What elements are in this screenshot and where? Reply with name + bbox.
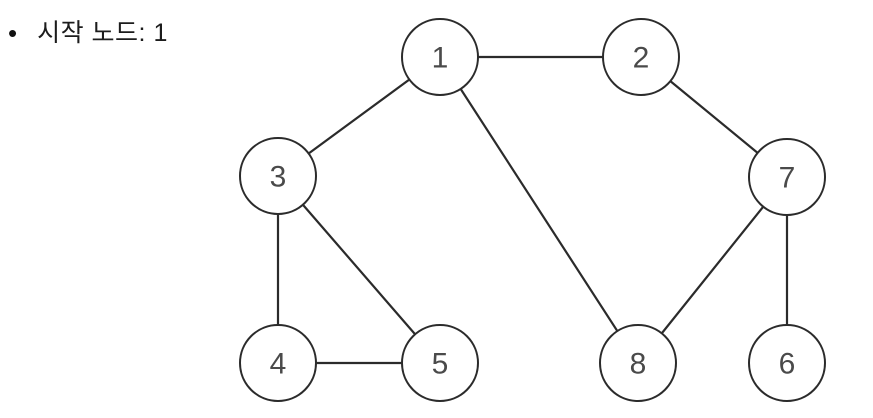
graph-node-6: 6 <box>748 324 826 402</box>
bullet-icon: • <box>8 18 18 48</box>
graph-node-circle-6 <box>748 324 826 402</box>
graph-edge-7-8 <box>636 175 789 365</box>
graph-node-label-1: 1 <box>432 42 449 75</box>
graph-edge-1-8 <box>438 55 640 365</box>
graph-node-label-7: 7 <box>779 162 796 195</box>
graph-node-7: 7 <box>748 138 826 216</box>
graph-node-circle-8 <box>599 324 677 402</box>
graph-node-1: 1 <box>401 18 479 96</box>
start-node-note: • 시작 노드: 1 <box>8 18 168 48</box>
graph-node-circle-7 <box>748 138 826 216</box>
graph-node-circle-4 <box>239 324 317 402</box>
graph-node-label-5: 5 <box>432 348 449 381</box>
graph-node-circle-5 <box>401 324 479 402</box>
graph-node-circle-3 <box>239 137 317 215</box>
graph-node-5: 5 <box>401 324 479 402</box>
graph-node-circle-2 <box>602 18 680 96</box>
start-node-text: 시작 노드: 1 <box>37 19 168 47</box>
graph-edge-3-5 <box>276 174 442 365</box>
graph-node-label-4: 4 <box>270 348 287 381</box>
graph-node-label-3: 3 <box>270 161 287 194</box>
graph-node-2: 2 <box>602 18 680 96</box>
graph-node-label-2: 2 <box>633 42 650 75</box>
graph-node-label-6: 6 <box>779 348 796 381</box>
graph-node-3: 3 <box>239 137 317 215</box>
graph-node-4: 4 <box>239 324 317 402</box>
graph-node-8: 8 <box>599 324 677 402</box>
graph-node-circle-1 <box>401 18 479 96</box>
graph-node-label-8: 8 <box>630 348 647 381</box>
